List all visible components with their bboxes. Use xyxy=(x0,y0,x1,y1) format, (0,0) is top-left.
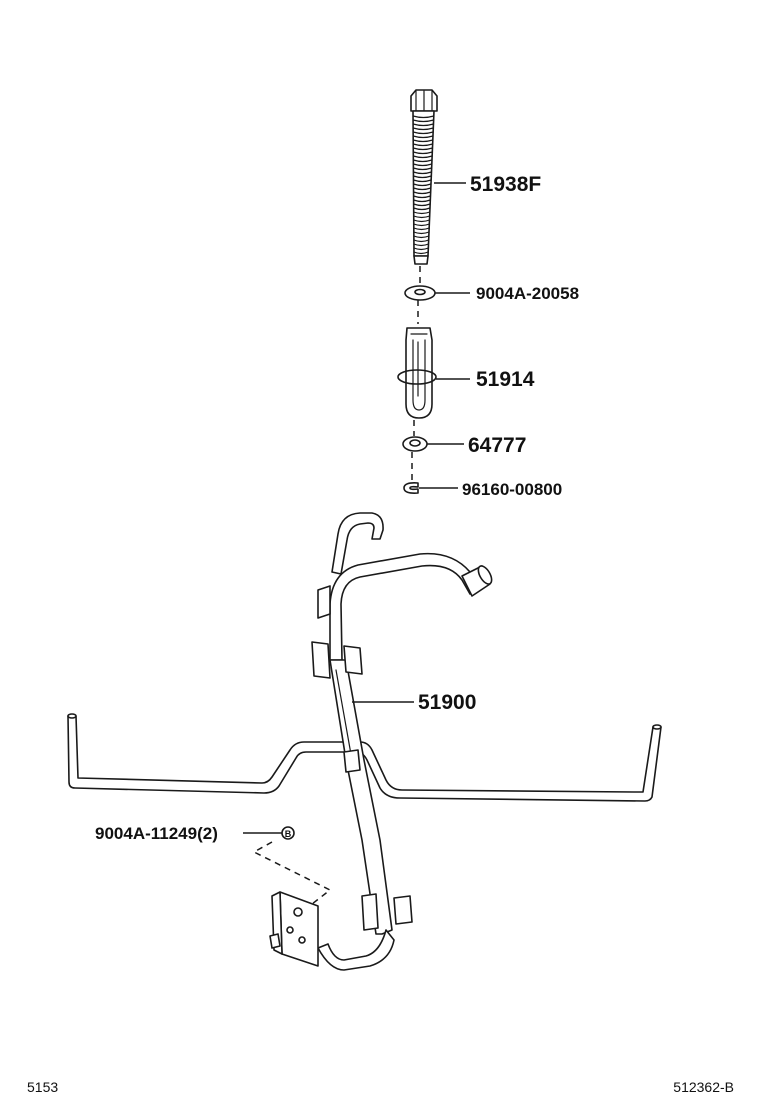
bolt-thread-line xyxy=(413,239,430,243)
bolt-thread-line xyxy=(413,227,430,231)
label-64777: 64777 xyxy=(468,434,526,457)
label-51938F: 51938F xyxy=(470,173,541,196)
bolt-thread-line xyxy=(412,119,435,123)
bolt-thread-line xyxy=(413,207,431,211)
bolt-thread-line xyxy=(412,151,433,155)
bolt-thread-line xyxy=(412,115,435,119)
label-9004A-11249: 9004A-11249(2) xyxy=(95,824,218,843)
footer-right-code: 512362-B xyxy=(673,1079,734,1095)
fastener-axis-line xyxy=(252,841,332,905)
bolt-thread-line xyxy=(413,247,429,251)
bolt-thread-line xyxy=(413,199,431,203)
bolt-thread-line xyxy=(412,159,433,163)
bolt-thread-line xyxy=(412,135,434,139)
bolt-thread-line xyxy=(413,203,431,207)
bracket-51914[interactable] xyxy=(397,327,437,419)
bolt-thread-line xyxy=(412,163,433,167)
bolt-thread-line xyxy=(412,187,432,191)
bolt-thread-line xyxy=(412,167,433,171)
bolt-thread-line xyxy=(412,179,432,183)
carrier-51900[interactable] xyxy=(67,512,662,971)
bolt-thread-line xyxy=(413,235,430,239)
bolt-thread-line xyxy=(412,139,434,143)
bolt-thread-line xyxy=(412,195,432,199)
bolt-thread-line xyxy=(412,175,432,179)
clip-96160-00800[interactable] xyxy=(403,482,419,494)
bolt-thread-line xyxy=(412,143,434,147)
washer-9004A-20058[interactable] xyxy=(404,285,436,301)
bolt-thread-line xyxy=(413,251,429,255)
bolt-thread-line xyxy=(413,211,431,215)
bolt-thread-line xyxy=(413,243,430,247)
bolt-thread-line xyxy=(412,191,432,195)
bolt-thread-line xyxy=(412,171,433,175)
bolt-thread-line xyxy=(412,131,434,135)
fastener-marker-letter: B xyxy=(285,829,292,839)
bolt-thread-line xyxy=(412,147,434,151)
label-51914: 51914 xyxy=(476,368,535,391)
bolt-thread-line xyxy=(413,223,430,227)
nut-64777[interactable] xyxy=(402,436,428,452)
label-51900: 51900 xyxy=(418,691,476,714)
bolt-51938F[interactable] xyxy=(410,89,438,265)
bolt-thread-line xyxy=(413,215,431,219)
bolt-thread-line xyxy=(412,155,433,159)
bolt-thread-line xyxy=(412,183,432,187)
bolt-thread-line xyxy=(412,127,434,131)
bolt-thread-line xyxy=(412,123,435,127)
footer-left-code: 5153 xyxy=(27,1079,58,1095)
label-9004A-20058: 9004A-20058 xyxy=(476,284,579,303)
bolt-thread-line xyxy=(413,231,430,235)
label-96160-00800: 96160-00800 xyxy=(462,480,562,499)
bolt-thread-line xyxy=(413,219,431,223)
